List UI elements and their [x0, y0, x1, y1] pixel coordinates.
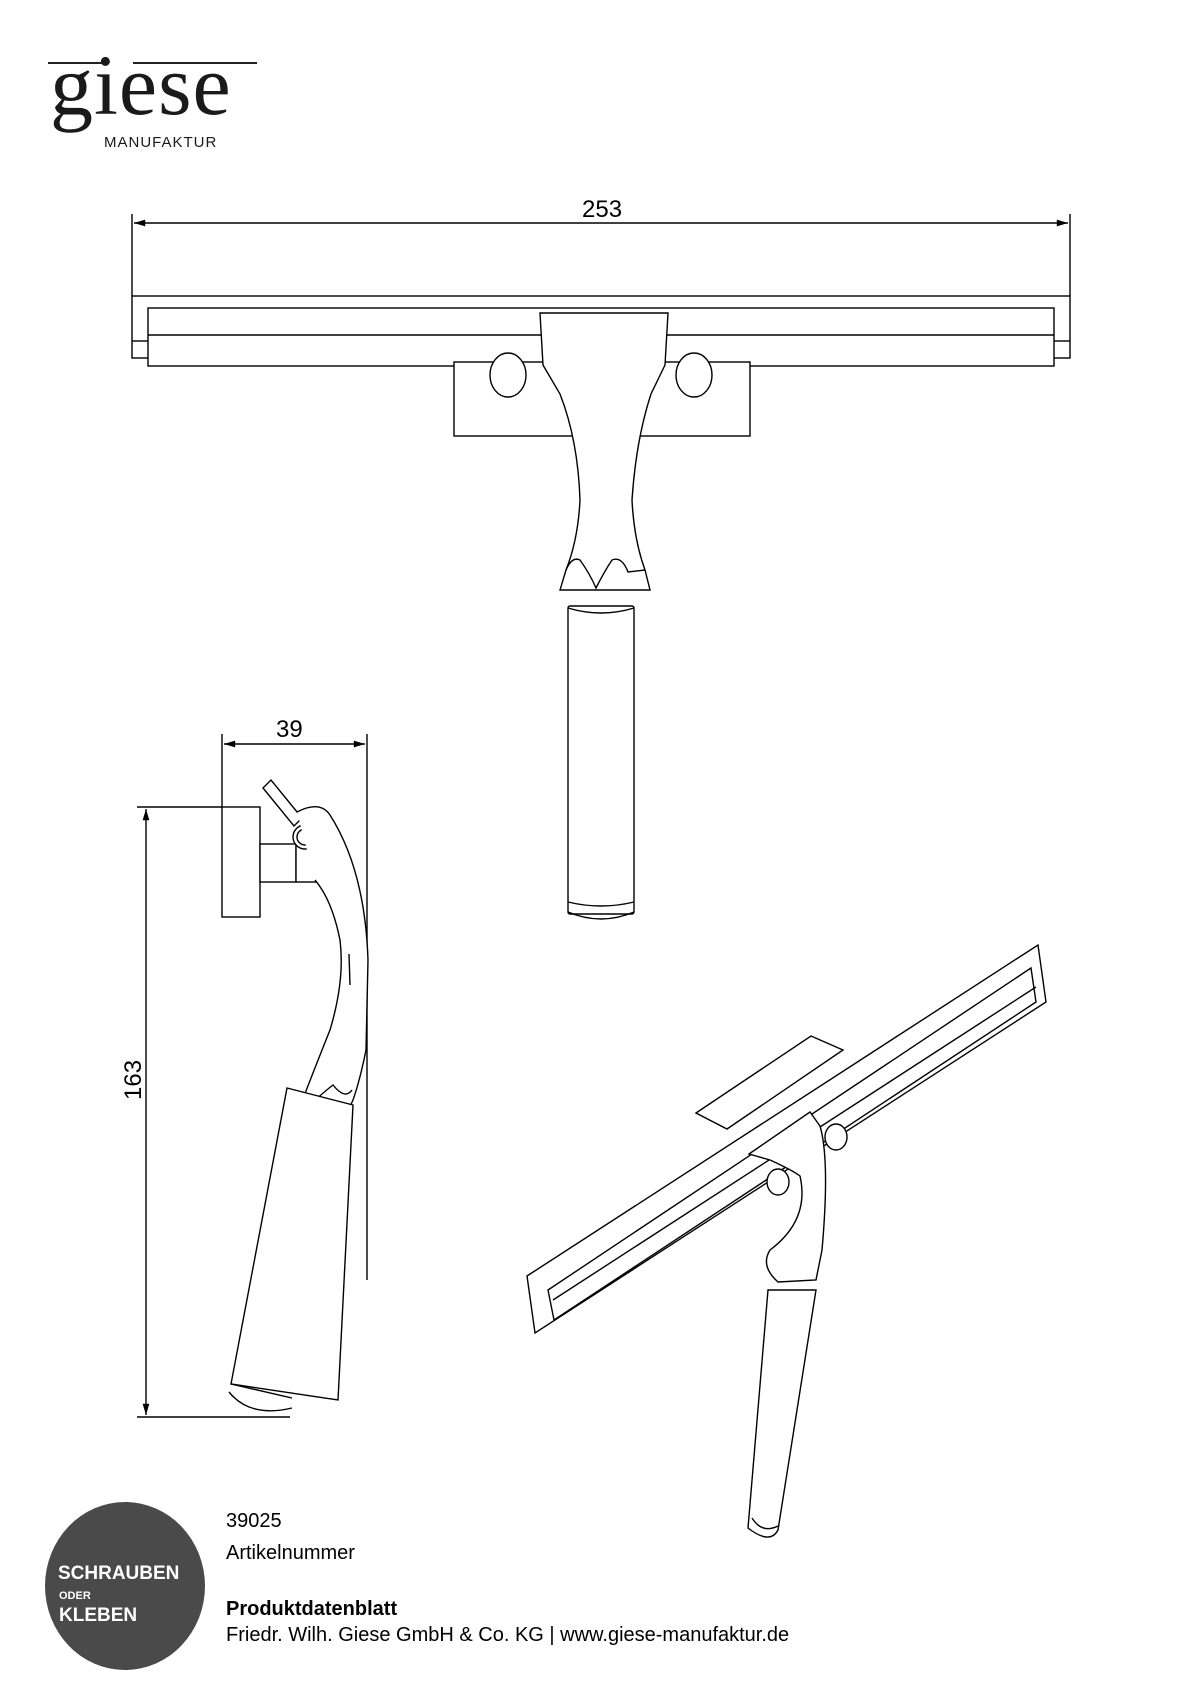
- dimension-height: 163: [120, 1059, 147, 1100]
- sheet-title: Produktdatenblatt: [226, 1598, 398, 1620]
- article-number-label: Artikelnummer: [226, 1542, 355, 1564]
- company-line: Friedr. Wilh. Giese GmbH & Co. KG | www.…: [226, 1624, 790, 1646]
- logo-wordmark: giese: [50, 37, 232, 133]
- isometric-view: [526, 943, 1047, 1538]
- dimension-width: 253: [582, 196, 623, 223]
- front-view: [131, 214, 1071, 920]
- brand-logo: giese MANUFAKTUR: [48, 42, 258, 158]
- article-number: 39025: [226, 1510, 282, 1532]
- badge-line-3: KLEBEN: [59, 1605, 138, 1626]
- logo-subtitle: MANUFAKTUR: [104, 134, 218, 151]
- logo-rule-left: [48, 62, 103, 64]
- badge-line-1: SCHRAUBEN: [58, 1563, 180, 1584]
- badge-line-2: ODER: [59, 1590, 91, 1602]
- dimension-depth: 39: [276, 716, 303, 743]
- mounting-badge: SCHRAUBEN ODER KLEBEN: [45, 1502, 205, 1670]
- side-view: [137, 734, 369, 1418]
- logo-rule-right: [133, 62, 257, 64]
